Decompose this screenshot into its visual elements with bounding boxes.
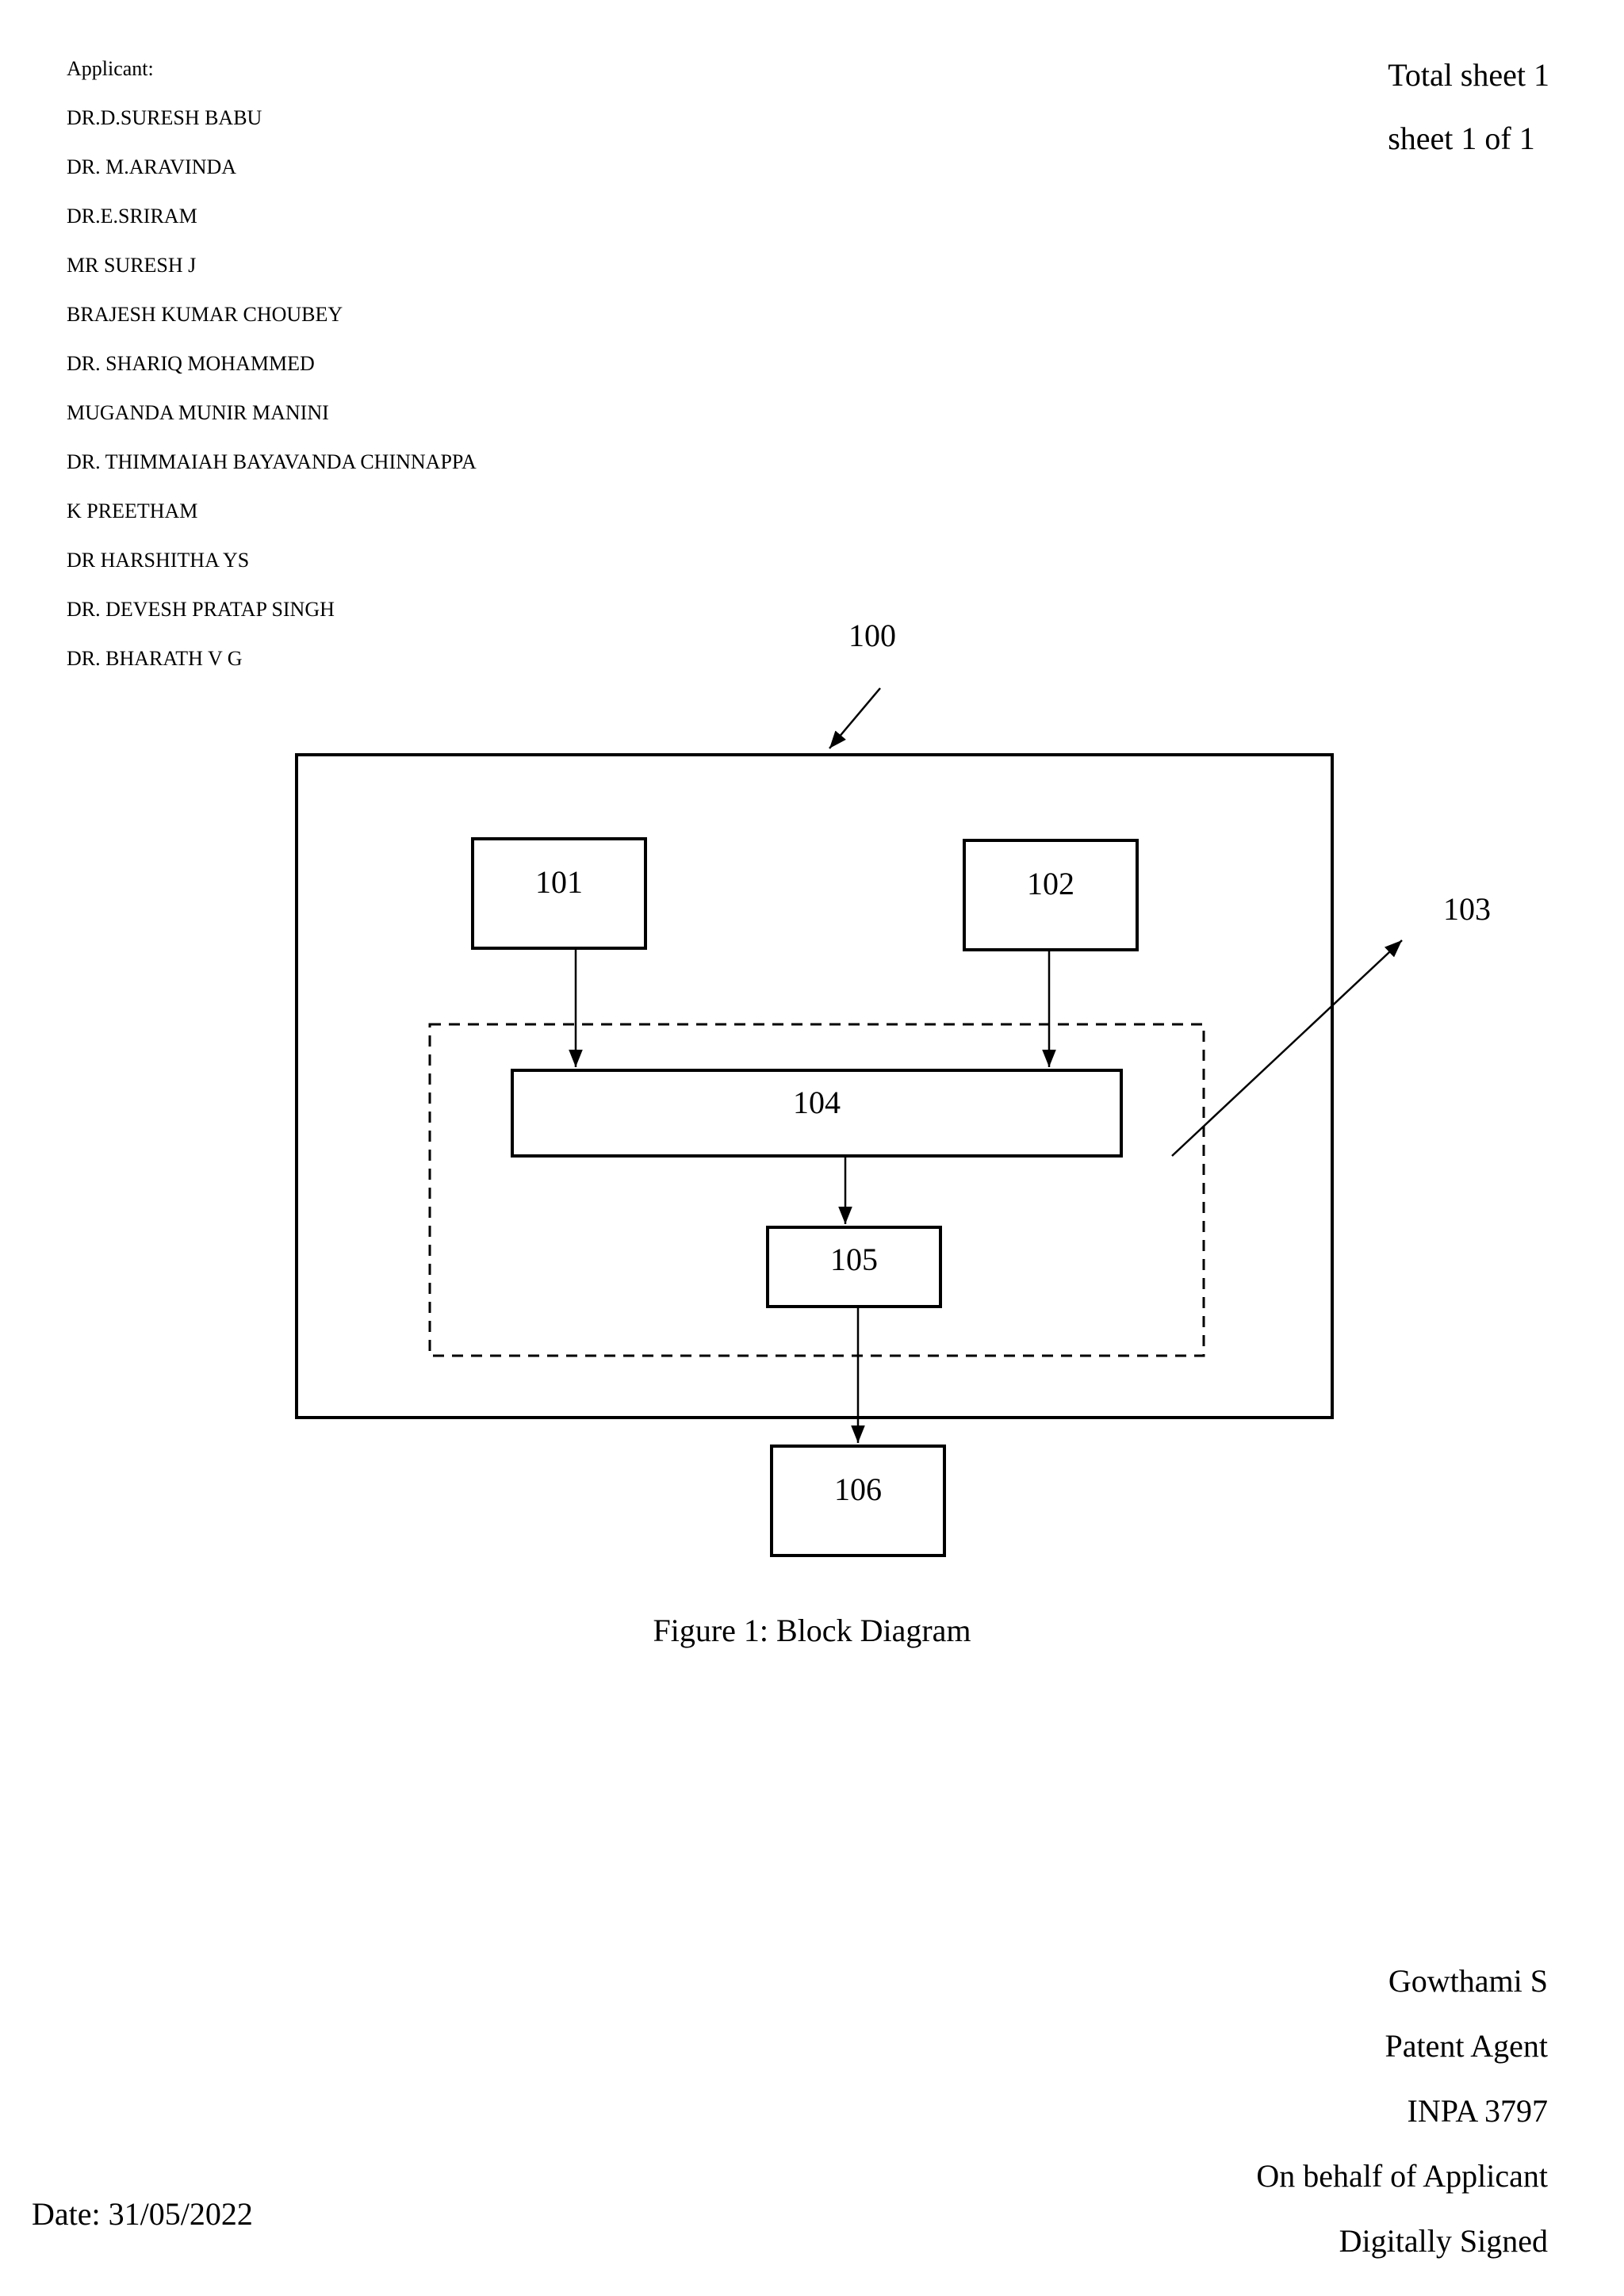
applicant-name: DR.E.SRIRAM (67, 205, 197, 228)
applicant-name: DR. M.ARAVINDA (67, 155, 237, 178)
applicant-name: K PREETHAM (67, 499, 198, 522)
applicant-name: DR. DEVESH PRATAP SINGH (67, 598, 335, 621)
applicant-name: DR. SHARIQ MOHAMMED (67, 352, 315, 375)
applicant-name: MR SURESH J (67, 254, 197, 277)
figure-caption: Figure 1: Block Diagram (653, 1613, 971, 1648)
dashed-module-103 (428, 1023, 1205, 1357)
signed-note: Digitally Signed (1339, 2223, 1548, 2259)
signature-block: Gowthami S Patent Agent INPA 3797 On beh… (1256, 1961, 1548, 2286)
leader-arrow-103 (1171, 939, 1403, 1157)
applicant-name: DR. BHARATH V G (67, 647, 243, 670)
ref-label-103: 103 (1443, 891, 1491, 927)
system-box-100 (295, 753, 1334, 1419)
applicant-list: Applicant: DR.D.SURESH BABU DR. M.ARAVIN… (67, 55, 477, 672)
sheet-number: sheet 1 of 1 (1388, 121, 1535, 156)
filing-date: Date: 31/05/2022 (32, 2196, 253, 2232)
block-106 (770, 1445, 946, 1557)
agent-name: Gowthami S (1388, 1963, 1548, 1999)
agent-registration: INPA 3797 (1407, 2093, 1548, 2129)
on-behalf-note: On behalf of Applicant (1256, 2158, 1548, 2194)
ref-label-100: 100 (848, 618, 896, 653)
block-label-106: 106 (834, 1471, 882, 1507)
applicant-heading: Applicant: (67, 57, 154, 80)
sheet-info: Total sheet 1 sheet 1 of 1 (1388, 55, 1549, 182)
applicant-name: DR HARSHITHA YS (67, 549, 250, 572)
applicant-name: MUGANDA MUNIR MANINI (67, 401, 329, 424)
applicant-name: DR. THIMMAIAH BAYAVANDA CHINNAPPA (67, 450, 477, 473)
agent-title: Patent Agent (1385, 2028, 1548, 2064)
leader-arrow-100 (829, 687, 881, 749)
total-sheets: Total sheet 1 (1388, 57, 1549, 93)
block-101 (471, 837, 647, 950)
block-label-101: 101 (535, 864, 583, 900)
block-102 (963, 839, 1139, 951)
applicant-name: DR.D.SURESH BABU (67, 106, 262, 129)
block-104 (511, 1069, 1123, 1158)
applicant-name: BRAJESH KUMAR CHOUBEY (67, 303, 343, 326)
block-label-102: 102 (1027, 866, 1074, 901)
block-105 (766, 1226, 942, 1308)
block-label-104: 104 (793, 1085, 841, 1120)
block-label-105: 105 (830, 1242, 878, 1277)
